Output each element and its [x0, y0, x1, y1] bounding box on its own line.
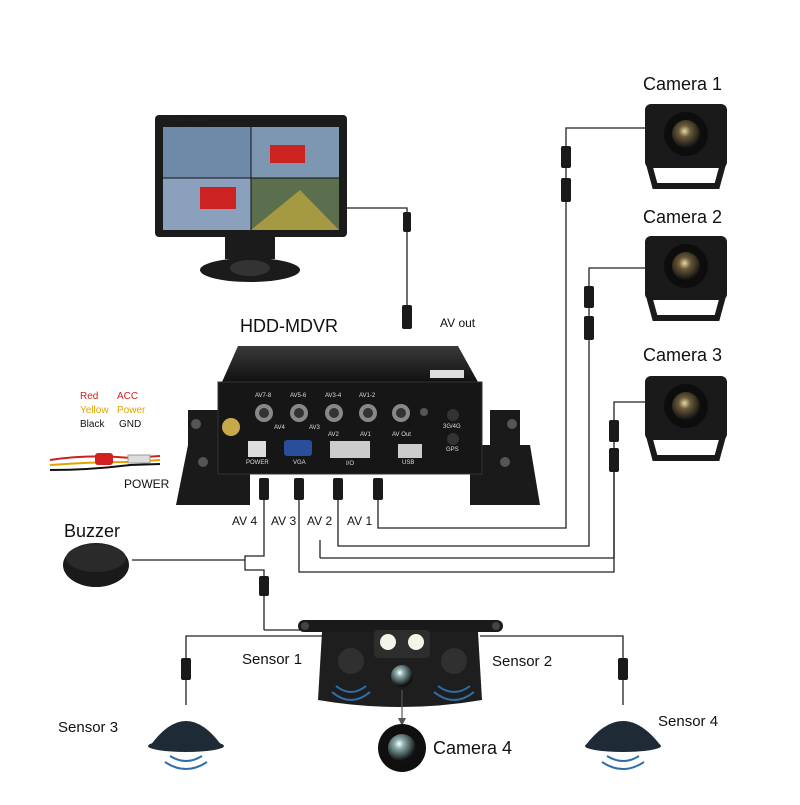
camera-2	[645, 236, 727, 321]
mdvr-box	[176, 346, 540, 505]
legend-yellow-signal: Power	[117, 405, 146, 416]
sensor-4-label: Sensor 4	[658, 713, 719, 730]
panel-label-3g4g: 3G/4G	[443, 424, 461, 430]
panel-label-power: POWER	[246, 460, 269, 466]
camera-3	[645, 376, 727, 461]
connector-camera-1a	[561, 146, 571, 168]
panel-label-io: I/O	[346, 461, 355, 467]
legend-black-name: Black	[80, 419, 105, 430]
connector-camera-2b	[584, 316, 594, 340]
connector-av3	[294, 478, 304, 500]
port-label-av2: AV2	[328, 432, 339, 438]
camera-4	[378, 724, 426, 772]
camera-2-label: Camera 2	[643, 207, 723, 227]
port-label-av3-4: AV3-4	[325, 393, 342, 399]
legend-red-signal: ACC	[117, 391, 139, 402]
port-label-av1: AV1	[360, 432, 371, 438]
cable-sensor-4	[480, 635, 624, 705]
monitor	[155, 115, 347, 282]
port-label-av1-2: AV1-2	[359, 393, 376, 399]
legend-red-name: Red	[80, 391, 99, 402]
camera-3-label: Camera 3	[643, 345, 723, 365]
cable-camera-2	[337, 267, 648, 547]
connector-buzzer-sensor	[259, 576, 269, 596]
connector-av-out-top	[403, 212, 411, 232]
sensor-1-label: Sensor 1	[242, 651, 303, 668]
connector-camera-3b	[609, 448, 619, 472]
av-out-label: AV out	[440, 316, 476, 330]
panel-label-vga: VGA	[293, 460, 306, 466]
connector-av-out	[402, 305, 412, 329]
monitor-caption: 7" color monitor	[168, 118, 210, 124]
connector-camera-3a	[609, 420, 619, 442]
av4-label: AV 4	[232, 514, 258, 528]
port-label-av5-6: AV5-6	[290, 393, 307, 399]
panel-label-usb: USB	[402, 460, 415, 466]
cable-av3	[298, 470, 615, 573]
port-label-av7-8: AV7-8	[255, 393, 272, 399]
cable-camera-1	[377, 127, 648, 529]
buzzer	[63, 543, 129, 587]
panel-label-gps: GPS	[446, 447, 459, 453]
av3-label: AV 3	[271, 514, 297, 528]
port-label-av3: AV3	[309, 425, 320, 431]
connector-av4	[259, 478, 269, 500]
camera-1-label: Camera 1	[643, 74, 723, 94]
legend-yellow-name: Yellow	[80, 405, 109, 416]
connectors	[181, 146, 628, 680]
parking-camera-bar	[298, 620, 503, 726]
sensor-4-device	[585, 721, 661, 770]
camera-1	[645, 104, 727, 189]
connector-sensor-4	[618, 658, 628, 680]
dvr-title: HDD-MDVR	[240, 316, 338, 336]
camera-4-label: Camera 4	[433, 738, 513, 758]
sensor-2-label: Sensor 2	[492, 653, 553, 670]
av1-label: AV 1	[347, 514, 373, 528]
connector-camera-1b	[561, 178, 571, 202]
sensor-3-label: Sensor 3	[58, 719, 119, 736]
connector-sensor-3	[181, 658, 191, 680]
port-label-av4: AV4	[274, 425, 285, 431]
connector-av1	[373, 478, 383, 500]
connector-camera-2a	[584, 286, 594, 308]
power-harness	[49, 453, 161, 471]
power-harness-label: POWER	[124, 477, 170, 491]
legend-black-signal: GND	[119, 419, 142, 430]
port-label-av-out: AV Out	[392, 432, 411, 438]
cable-sensor-3	[185, 635, 325, 705]
buzzer-label: Buzzer	[64, 521, 121, 541]
cables	[132, 127, 648, 705]
sensor-3-device	[148, 721, 224, 770]
av2-label: AV 2	[307, 514, 333, 528]
connector-av2	[333, 478, 343, 500]
